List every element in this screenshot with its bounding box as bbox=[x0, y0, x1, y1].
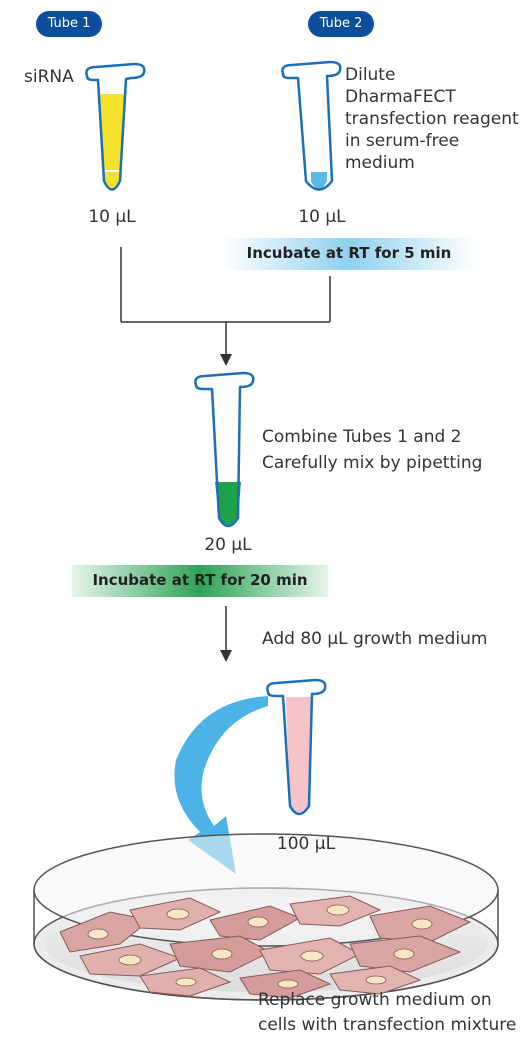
tube-2-desc-line: DharmaFECT bbox=[345, 87, 456, 107]
cell-layer bbox=[59, 895, 472, 999]
tube-2-desc-line: Dilute bbox=[345, 65, 396, 85]
combined-tube bbox=[194, 371, 255, 528]
incubate-20min-label: Incubate at RT for 20 min bbox=[92, 571, 308, 589]
dish-caption-line: cells with transfection mixture bbox=[258, 1015, 517, 1035]
merge-connector bbox=[120, 247, 331, 356]
tube-1 bbox=[85, 62, 146, 200]
combine-desc-line: Carefully mix by pipetting bbox=[262, 453, 483, 473]
incubate-20min-band bbox=[72, 565, 328, 597]
incubate-5min-band bbox=[222, 238, 476, 270]
arrow-head-2 bbox=[220, 650, 232, 662]
tube-2-desc-line: in serum-free bbox=[345, 131, 460, 151]
combine-desc-line: Combine Tubes 1 and 2 bbox=[262, 427, 462, 447]
incubate-5min-label: Incubate at RT for 5 min bbox=[246, 244, 452, 262]
tube-2-desc-line: transfection reagent bbox=[345, 109, 519, 129]
tube-1-volume: 10 µL bbox=[88, 207, 136, 227]
dish-caption: Replace growth medium on cells with tran… bbox=[258, 988, 516, 1038]
final-tube bbox=[266, 678, 327, 816]
dish-caption-line: Replace growth medium on bbox=[258, 990, 492, 1010]
arrow-head-1 bbox=[220, 354, 232, 366]
combine-description: Combine Tubes 1 and 2 Carefully mix by p… bbox=[262, 424, 482, 476]
pour-arrow bbox=[174, 696, 268, 874]
tube-2-description: Dilute DharmaFECT transfection reagent i… bbox=[345, 64, 519, 174]
tube-2-badge: Tube 2 bbox=[308, 11, 374, 37]
tube-2-volume: 10 µL bbox=[298, 207, 346, 227]
final-tube-volume: 100 µL bbox=[276, 834, 336, 854]
sirna-label: siRNA bbox=[24, 67, 74, 87]
add-medium-label: Add 80 µL growth medium bbox=[262, 629, 488, 649]
tube-1-badge: Tube 1 bbox=[36, 11, 102, 37]
tube-2-desc-line: medium bbox=[345, 153, 415, 173]
tube-2 bbox=[281, 60, 342, 191]
combined-tube-volume: 20 µL bbox=[204, 535, 252, 555]
